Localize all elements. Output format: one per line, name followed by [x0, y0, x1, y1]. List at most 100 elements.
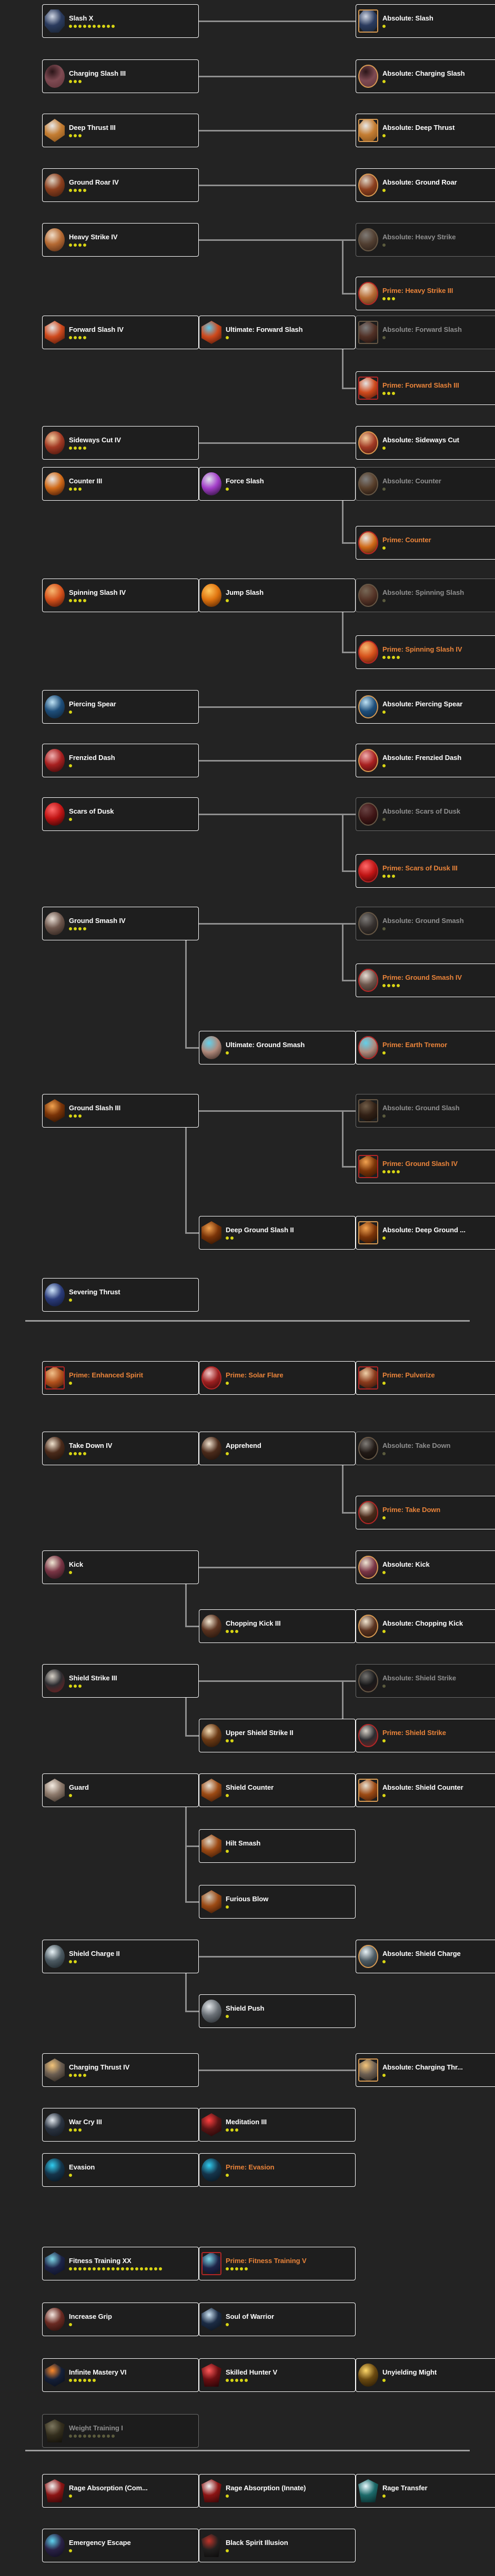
- skill-node-prime-counter[interactable]: Prime: Counter: [356, 526, 495, 560]
- skill-node-counter-iii[interactable]: Counter III: [42, 467, 199, 501]
- skill-node-prime-earth-tremor[interactable]: Prime: Earth Tremor: [356, 1031, 495, 1064]
- skill-node-absolute-charging-thrust[interactable]: Absolute: Charging Thr...: [356, 2053, 495, 2087]
- skill-node-take-down-iv[interactable]: Take Down IV: [42, 1432, 199, 1465]
- skill-node-scars-of-dusk[interactable]: Scars of Dusk: [42, 797, 199, 831]
- skill-node-absolute-deep-thrust[interactable]: Absolute: Deep Thrust: [356, 114, 495, 147]
- skill-node-prime-enhanced-spirit[interactable]: Prime: Enhanced Spirit: [42, 1361, 199, 1395]
- skill-node-rage-absorption-combat[interactable]: Rage Absorption (Com...: [42, 2474, 199, 2508]
- skill-node-prime-ground-slash-iv[interactable]: Prime: Ground Slash IV: [356, 1150, 495, 1183]
- skill-node-absolute-sideways-cut[interactable]: Absolute: Sideways Cut: [356, 426, 495, 460]
- skill-node-skilled-hunter-v[interactable]: Skilled Hunter V: [199, 2358, 356, 2392]
- skill-icon-evasion: [45, 2158, 65, 2182]
- skill-node-war-cry-iii[interactable]: War Cry III: [42, 2108, 199, 2142]
- skill-node-shield-push[interactable]: Shield Push: [199, 1994, 356, 2028]
- skill-node-ultimate-ground-smash[interactable]: Ultimate: Ground Smash: [199, 1031, 356, 1064]
- skill-node-apprehend[interactable]: Apprehend: [199, 1432, 356, 1465]
- skill-node-prime-scars-of-dusk-iii[interactable]: Prime: Scars of Dusk III: [356, 854, 495, 888]
- skill-node-frenzied-dash[interactable]: Frenzied Dash: [42, 744, 199, 777]
- skill-node-absolute-frenzied-dash[interactable]: Absolute: Frenzied Dash: [356, 744, 495, 777]
- skill-label: Prime: Take Down: [382, 1506, 441, 1514]
- skill-node-severing-thrust[interactable]: Severing Thrust: [42, 1278, 199, 1312]
- skill-node-absolute-ground-roar[interactable]: Absolute: Ground Roar: [356, 168, 495, 202]
- skill-node-furious-blow[interactable]: Furious Blow: [199, 1885, 356, 1919]
- skill-label: Black Spirit Illusion: [226, 2539, 288, 2547]
- skill-node-charging-slash-iii[interactable]: Charging Slash III: [42, 59, 199, 93]
- skill-node-deep-thrust-iii[interactable]: Deep Thrust III: [42, 114, 199, 147]
- skill-node-absolute-take-down[interactable]: Absolute: Take Down: [356, 1432, 495, 1465]
- skill-connector: [342, 924, 344, 980]
- skill-node-absolute-shield-counter[interactable]: Absolute: Shield Counter: [356, 1773, 495, 1807]
- skill-node-chopping-kick-iii[interactable]: Chopping Kick III: [199, 1609, 356, 1643]
- skill-node-emergency-escape[interactable]: Emergency Escape: [42, 2529, 199, 2562]
- skill-node-rage-absorption-innate[interactable]: Rage Absorption (Innate): [199, 2474, 356, 2508]
- skill-node-slash-x[interactable]: Slash X: [42, 4, 199, 38]
- skill-node-charging-thrust-iv[interactable]: Charging Thrust IV: [42, 2053, 199, 2087]
- skill-node-weight-training-i[interactable]: Weight Training I: [42, 2414, 199, 2448]
- skill-node-ground-slash-iii[interactable]: Ground Slash III: [42, 1094, 199, 1128]
- skill-node-black-spirit-illusion[interactable]: Black Spirit Illusion: [199, 2529, 356, 2562]
- skill-node-prime-take-down[interactable]: Prime: Take Down: [356, 1496, 495, 1529]
- skill-label: Unyielding Might: [382, 2368, 437, 2376]
- skill-node-spinning-slash-iv[interactable]: Spinning Slash IV: [42, 579, 199, 612]
- skill-label: Absolute: Kick: [382, 1560, 430, 1568]
- skill-node-absolute-piercing-spear[interactable]: Absolute: Piercing Spear: [356, 690, 495, 724]
- skill-node-evasion[interactable]: Evasion: [42, 2153, 199, 2187]
- skill-node-absolute-forward-slash[interactable]: Absolute: Forward Slash: [356, 316, 495, 349]
- skill-rank-pips: [226, 1236, 344, 1241]
- skill-rank-pips: [382, 875, 495, 879]
- skill-rank-pips: [69, 927, 187, 931]
- skill-node-increase-grip[interactable]: Increase Grip: [42, 2303, 199, 2336]
- skill-label: Prime: Fitness Training V: [226, 2257, 307, 2265]
- skill-node-absolute-ground-smash[interactable]: Absolute: Ground Smash: [356, 907, 495, 940]
- skill-connector: [342, 293, 356, 295]
- skill-node-prime-pulverize[interactable]: Prime: Pulverize: [356, 1361, 495, 1395]
- skill-node-prime-solar-flare[interactable]: Prime: Solar Flare: [199, 1361, 356, 1395]
- skill-node-absolute-shield-strike[interactable]: Absolute: Shield Strike: [356, 1664, 495, 1698]
- skill-node-absolute-deep-ground[interactable]: Absolute: Deep Ground ...: [356, 1216, 495, 1250]
- skill-node-ground-smash-iv[interactable]: Ground Smash IV: [42, 907, 199, 940]
- skill-node-absolute-shield-charge[interactable]: Absolute: Shield Charge: [356, 1940, 495, 1973]
- skill-node-absolute-slash[interactable]: Absolute: Slash: [356, 4, 495, 38]
- skill-node-absolute-chopping-kick[interactable]: Absolute: Chopping Kick: [356, 1609, 495, 1643]
- skill-node-force-slash[interactable]: Force Slash: [199, 467, 356, 501]
- skill-node-infinite-mastery-vi[interactable]: Infinite Mastery VI: [42, 2358, 199, 2392]
- skill-node-meditation-iii[interactable]: Meditation III: [199, 2108, 356, 2142]
- skill-node-shield-charge-ii[interactable]: Shield Charge II: [42, 1940, 199, 1973]
- skill-node-soul-of-warrior[interactable]: Soul of Warrior: [199, 2303, 356, 2336]
- skill-node-prime-evasion[interactable]: Prime: Evasion: [199, 2153, 356, 2187]
- skill-connector: [199, 185, 356, 186]
- skill-rank-pips: [382, 2074, 495, 2078]
- skill-node-forward-slash-iv[interactable]: Forward Slash IV: [42, 316, 199, 349]
- skill-node-upper-shield-strike-ii[interactable]: Upper Shield Strike II: [199, 1719, 356, 1752]
- skill-node-ground-roar-iv[interactable]: Ground Roar IV: [42, 168, 199, 202]
- skill-node-prime-forward-slash-iii[interactable]: Prime: Forward Slash III: [356, 371, 495, 405]
- skill-node-ultimate-forward-slash[interactable]: Ultimate: Forward Slash: [199, 316, 356, 349]
- skill-node-prime-fitness-training-v[interactable]: Prime: Fitness Training V: [199, 2247, 356, 2280]
- skill-node-shield-strike-iii[interactable]: Shield Strike III: [42, 1664, 199, 1698]
- skill-node-absolute-scars-of-dusk[interactable]: Absolute: Scars of Dusk: [356, 797, 495, 831]
- skill-node-unyielding-might[interactable]: Unyielding Might: [356, 2358, 495, 2392]
- skill-node-prime-ground-smash-iv[interactable]: Prime: Ground Smash IV: [356, 964, 495, 997]
- skill-node-prime-spinning-slash-iv[interactable]: Prime: Spinning Slash IV: [356, 635, 495, 669]
- skill-node-rage-transfer[interactable]: Rage Transfer: [356, 2474, 495, 2508]
- skill-rank-pips: [226, 1794, 344, 1798]
- skill-node-absolute-heavy-strike[interactable]: Absolute: Heavy Strike: [356, 223, 495, 257]
- skill-node-prime-heavy-strike-iii[interactable]: Prime: Heavy Strike III: [356, 277, 495, 310]
- skill-node-absolute-spinning-slash[interactable]: Absolute: Spinning Slash: [356, 579, 495, 612]
- skill-node-jump-slash[interactable]: Jump Slash: [199, 579, 356, 612]
- skill-rank-pips: [69, 2494, 187, 2499]
- skill-node-heavy-strike-iv[interactable]: Heavy Strike IV: [42, 223, 199, 257]
- skill-node-prime-shield-strike[interactable]: Prime: Shield Strike: [356, 1719, 495, 1752]
- skill-node-sideways-cut-iv[interactable]: Sideways Cut IV: [42, 426, 199, 460]
- skill-node-absolute-charging-slash[interactable]: Absolute: Charging Slash: [356, 59, 495, 93]
- skill-node-absolute-kick[interactable]: Absolute: Kick: [356, 1550, 495, 1584]
- skill-node-kick[interactable]: Kick: [42, 1550, 199, 1584]
- skill-node-guard[interactable]: Guard: [42, 1773, 199, 1807]
- skill-node-absolute-ground-slash[interactable]: Absolute: Ground Slash: [356, 1094, 495, 1128]
- skill-node-hilt-smash[interactable]: Hilt Smash: [199, 1829, 356, 1863]
- skill-node-fitness-training-xx[interactable]: Fitness Training XX: [42, 2247, 199, 2280]
- skill-node-shield-counter[interactable]: Shield Counter: [199, 1773, 356, 1807]
- skill-node-deep-ground-slash-ii[interactable]: Deep Ground Slash II: [199, 1216, 356, 1250]
- skill-node-absolute-counter[interactable]: Absolute: Counter: [356, 467, 495, 501]
- skill-node-piercing-spear[interactable]: Piercing Spear: [42, 690, 199, 724]
